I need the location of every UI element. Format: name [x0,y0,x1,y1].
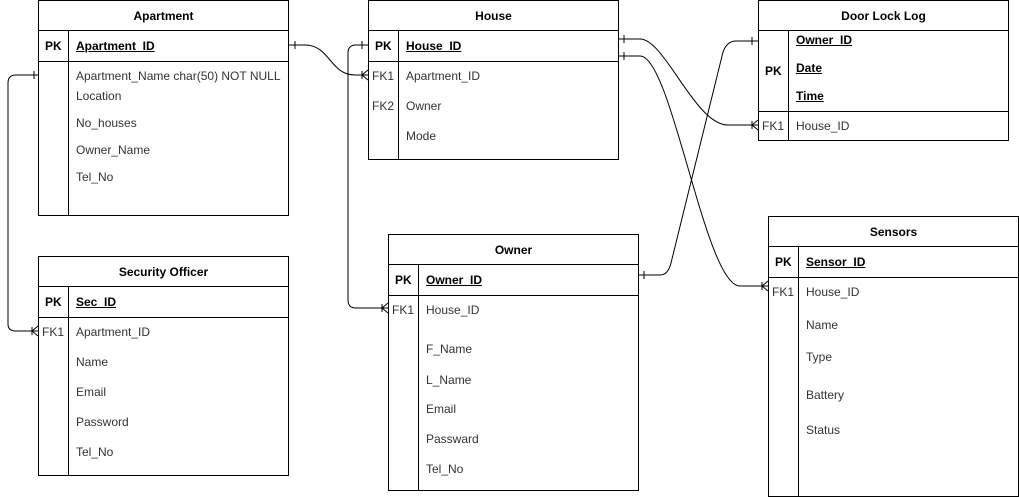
field: No_houses [76,116,137,130]
pk-field: Owner_ID [796,33,853,47]
field: Location [76,89,122,103]
entity-title: Door Lock Log [759,1,1008,31]
rel-house-door-lock-log [618,35,759,131]
key-column [39,287,69,475]
pk-key-label: PK [45,295,62,309]
fk2-field: Owner [406,99,442,113]
pk-separator [389,295,638,296]
entity-door-lock-log[interactable]: Door Lock Log PK Owner_ID Date Time FK1 … [758,0,1009,141]
key-column [769,247,799,496]
entity-title: Sensors [769,217,1018,247]
field: Apartment_Name char(50) NOT NULL [76,69,281,83]
pk-key-label: PK [395,273,412,287]
field: Tel_No [76,445,114,459]
pk-field: Sec_ID [76,295,117,309]
pk-field: Apartment_ID [76,39,155,53]
pk-key-label: PK [775,255,792,269]
fk1-field: Apartment_ID [406,69,481,83]
rel-owner-door-lock-log [638,37,758,279]
field: Name [76,355,109,369]
field: Email [426,402,457,416]
entity-apartment[interactable]: Apartment PK Apartment_ID Apartment_Name… [38,0,289,216]
pk-field: Owner_ID [426,273,483,287]
pk-field: Time [796,89,824,103]
fk1-field: House_ID [796,119,850,133]
fk1-key-label: FK1 [392,303,415,317]
rel-apartment-security-officer [7,71,39,337]
pk-separator [369,61,618,62]
field: Name [806,318,839,332]
fk1-key-label: FK1 [42,325,65,339]
entity-title: Apartment [39,1,288,31]
field: Owner_Name [76,143,151,157]
fk1-field: House_ID [426,303,480,317]
key-column [389,265,419,490]
field: L_Name [426,373,472,387]
entity-security-officer[interactable]: Security Officer PK Sec_ID FK1 Apartment… [38,256,289,476]
fk2-key-label: FK2 [372,99,395,113]
entity-title: Security Officer [39,257,288,287]
field: Email [76,385,107,399]
pk-separator [769,277,1018,278]
entity-house[interactable]: House PK House_ID FK1 Apartment_ID FK2 O… [368,0,619,160]
pk-key-label: PK [375,39,392,53]
entity-title: House [369,1,618,31]
entity-owner[interactable]: Owner PK Owner_ID FK1 House_ID F_Name L_… [388,234,639,491]
pk-key-label: PK [765,64,782,78]
entity-title: Owner [389,235,638,265]
fk1-key-label: FK1 [372,69,395,83]
key-column [369,31,399,159]
field: Status [806,423,841,437]
key-column [39,31,69,215]
pk-separator [759,111,1008,112]
pk-separator [39,317,288,318]
pk-separator [39,61,288,62]
field: Passward [426,432,479,446]
fk1-field: House_ID [806,285,860,299]
entity-sensors[interactable]: Sensors PK Sensor_ID FK1 House_ID Name T… [768,216,1019,497]
rel-house-owner [347,41,389,314]
field: Tel_No [76,170,114,184]
pk-key-label: PK [45,39,62,53]
pk-field: Sensor_ID [806,255,866,269]
key-column [759,31,789,140]
pk-field: Date [796,61,823,75]
rel-apartment-house [289,41,369,81]
field: Type [806,350,833,364]
fk1-key-label: FK1 [772,285,795,299]
field: F_Name [426,342,473,356]
field: Mode [406,129,437,143]
fk1-field: Apartment_ID [76,325,151,339]
field: Tel_No [426,462,464,476]
pk-field: House_ID [406,39,462,53]
fk1-key-label: FK1 [762,119,785,133]
rel-house-sensors [618,52,769,292]
field: Password [76,415,129,429]
field: Battery [806,388,845,402]
